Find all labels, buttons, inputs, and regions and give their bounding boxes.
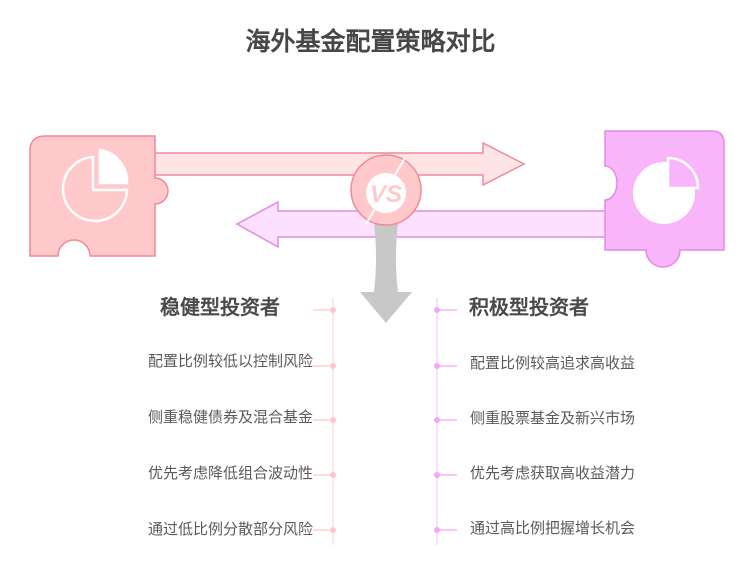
timeline-dot bbox=[330, 417, 336, 423]
left-item: 配置比例较低以控制风险 bbox=[147, 352, 313, 370]
left-item: 通过低比例分散部分风险 bbox=[147, 520, 313, 538]
timeline-dot bbox=[330, 472, 336, 478]
timeline-dot bbox=[434, 417, 440, 423]
left-heading: 稳健型投资者 bbox=[160, 295, 280, 319]
timeline-dot bbox=[434, 472, 440, 478]
svg-text:VS: VS bbox=[370, 181, 402, 208]
right-item: 通过高比例把握增长机会 bbox=[470, 519, 636, 537]
left-item: 优先考虑降低组合波动性 bbox=[147, 464, 313, 482]
arrow-right bbox=[149, 141, 526, 187]
left-item: 侧重稳健债券及混合基金 bbox=[147, 408, 313, 426]
pie-chart-icon bbox=[633, 156, 700, 224]
pie-chart-icon bbox=[61, 148, 129, 223]
timeline-dot bbox=[330, 307, 336, 313]
timeline-dot bbox=[330, 363, 336, 369]
arrow-down bbox=[360, 222, 412, 323]
timeline-dot bbox=[434, 307, 440, 313]
right-item: 配置比例较高追求高收益 bbox=[470, 354, 636, 372]
right-heading: 积极型投资者 bbox=[469, 295, 589, 319]
timeline-dot bbox=[330, 527, 336, 533]
right-item: 侧重股票基金及新兴市场 bbox=[470, 409, 636, 427]
timeline-dot bbox=[434, 363, 440, 369]
page-title: 海外基金配置策略对比 bbox=[245, 27, 496, 56]
timeline-dot bbox=[434, 527, 440, 533]
left-puzzle-piece bbox=[29, 135, 169, 257]
right-item: 优先考虑获取高收益潜力 bbox=[470, 464, 636, 482]
vs-badge: VS bbox=[350, 154, 422, 226]
arrow-left bbox=[235, 200, 613, 249]
